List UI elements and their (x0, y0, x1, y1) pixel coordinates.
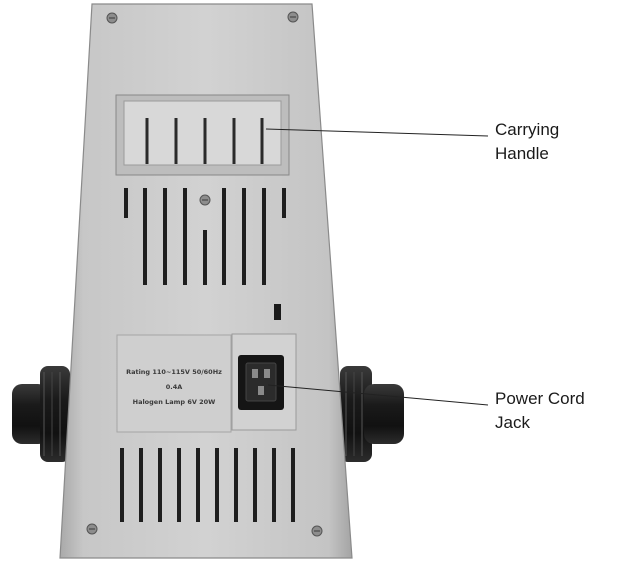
housing-screw (106, 12, 118, 24)
housing-screw (86, 523, 98, 535)
rating-label-line: 0.4A (166, 383, 183, 391)
housing-screw (311, 525, 323, 537)
carrying-handle-leader-line (265, 128, 489, 137)
callout-text: Jack (495, 413, 530, 432)
rating-label-plate (116, 334, 232, 433)
power-cord-jack-leader-line (267, 384, 489, 406)
carrying-handle (115, 94, 290, 176)
right-focus-knob (340, 366, 404, 462)
rating-label-line: Halogen Lamp 6V 20W (133, 398, 216, 406)
rating-label-line: Rating 110~115V 50/60Hz (126, 368, 222, 376)
left-focus-knob (12, 366, 70, 462)
center-screw (199, 194, 211, 206)
upper-vent-slots (124, 188, 286, 285)
small-switch-slot (274, 304, 281, 320)
power-cord-jack-callout: Power Cord Jack (495, 387, 585, 435)
housing-screw (287, 11, 299, 23)
callout-text: Carrying (495, 120, 560, 139)
callout-text: Handle (495, 144, 549, 163)
callout-text: Power Cord (495, 389, 585, 408)
carrying-handle-callout: Carrying Handle (495, 118, 559, 166)
power-cord-jack (231, 333, 297, 431)
lower-vent-slots (120, 448, 295, 522)
